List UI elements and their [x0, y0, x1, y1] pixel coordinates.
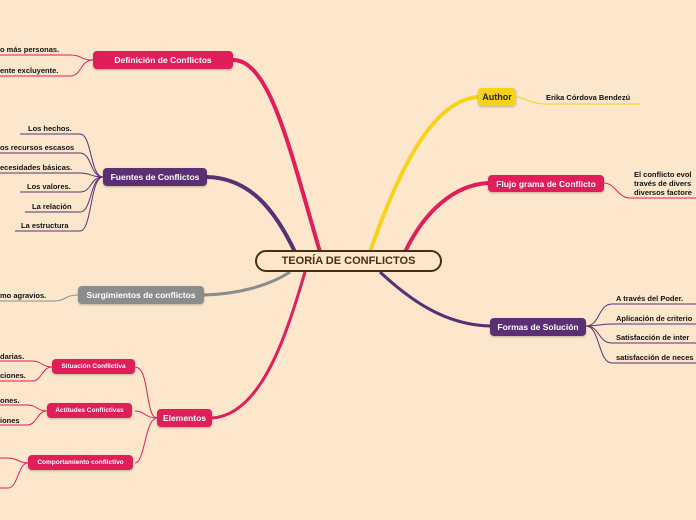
- branch-definicion: [232, 58, 322, 253]
- flujograma-note-line-2[interactable]: través de divers: [634, 179, 692, 188]
- branch-flujograma: [403, 181, 489, 253]
- formas-item-2[interactable]: Aplicación de criterio: [616, 314, 693, 323]
- fuentes-item-4[interactable]: Los valores.: [27, 182, 71, 191]
- fuentes-item-6[interactable]: La estructura: [21, 221, 69, 230]
- comportamiento-node[interactable]: Comportamiento conflictivo: [28, 455, 133, 470]
- elementos-node[interactable]: Elementos: [157, 409, 212, 427]
- surgimientos-node[interactable]: Surgimientos de conflictos: [78, 286, 204, 304]
- situacion-node[interactable]: Situación Conflictiva: [52, 359, 135, 374]
- branch-fuentes: [206, 175, 297, 253]
- formas-node[interactable]: Formas de Solución: [490, 318, 586, 336]
- branch-formas: [378, 270, 491, 328]
- surgimientos-item-1[interactable]: mo agravios.: [0, 291, 47, 300]
- branch-elementos: [211, 271, 307, 420]
- actitudes-item-1[interactable]: ones.: [0, 396, 20, 405]
- flujograma-node[interactable]: Flujo grama de Conflicto: [488, 175, 604, 192]
- situacion-item-2[interactable]: ciones.: [0, 371, 26, 380]
- formas-item-4[interactable]: satisfacción de neces: [616, 353, 694, 362]
- formas-item-1[interactable]: A través del Poder.: [616, 294, 684, 303]
- fuentes-node[interactable]: Fuentes de Conflictos: [103, 168, 207, 186]
- branch-author: [368, 95, 479, 253]
- formas-item-3[interactable]: Satisfacción de inter: [616, 333, 690, 342]
- actitudes-item-2[interactable]: iones: [0, 416, 20, 425]
- flujograma-note-line-1[interactable]: El conflicto evol: [634, 170, 692, 179]
- actitudes-node[interactable]: Actitudes Conflictivas: [47, 403, 132, 418]
- author-name[interactable]: Erika Córdova Bendezú: [546, 93, 631, 102]
- fuentes-item-5[interactable]: La relación: [32, 202, 72, 211]
- situacion-item-1[interactable]: darias.: [0, 352, 25, 361]
- author-node[interactable]: Author: [478, 88, 516, 106]
- central-topic[interactable]: TEORÍA DE CONFLICTOS: [255, 250, 442, 272]
- definicion-item-2[interactable]: ente excluyente.: [0, 66, 59, 75]
- fuentes-item-3[interactable]: ecesidades básicas.: [0, 163, 73, 172]
- definicion-item-1[interactable]: o más personas.: [0, 45, 60, 54]
- flujograma-note-line-3[interactable]: diversos factore: [634, 188, 692, 197]
- fuentes-item-1[interactable]: Los hechos.: [28, 124, 72, 133]
- definicion-node[interactable]: Definición de Conflictos: [93, 51, 233, 69]
- branch-surgimientos: [203, 270, 291, 297]
- fuentes-item-2[interactable]: os recursos escasos: [0, 143, 75, 152]
